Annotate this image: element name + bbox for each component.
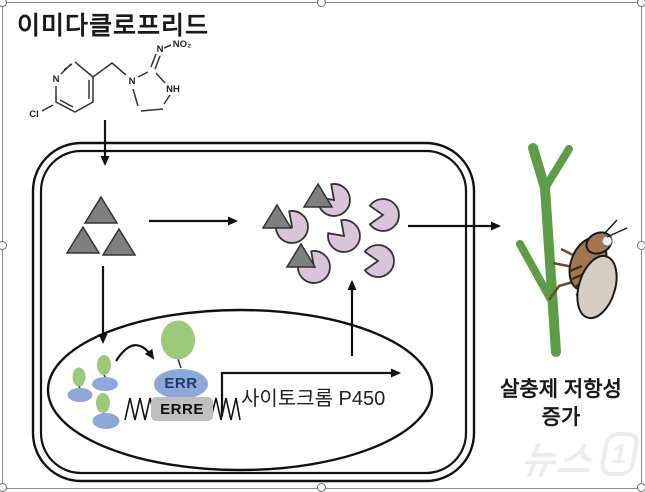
resistance-line1: 살충제 저항성 [500, 378, 622, 401]
atom-cl: Cl [29, 109, 39, 120]
dna-coils [124, 397, 241, 421]
compound-title: 이미다클로프리드 [17, 12, 210, 40]
arrow-transcription [220, 368, 401, 416]
p450-enzymes [275, 183, 400, 284]
err-label: ERR [164, 375, 198, 392]
cell-membrane [31, 141, 476, 483]
resize-handle-top-middle[interactable] [317, 0, 326, 7]
arrow-receptor-activation [115, 344, 155, 362]
err-receptor-large [154, 369, 208, 399]
erre-element-box: ERRE [151, 397, 213, 421]
flow-arrows [98, 120, 501, 416]
resize-handle-right-middle[interactable] [637, 241, 645, 250]
insect-antennae [603, 219, 628, 238]
insect-abdomen-stripes [569, 264, 589, 297]
resize-handle-top-left[interactable] [0, 0, 7, 7]
atom-n-ring: N [129, 76, 136, 87]
atom-n-pyridine: N [53, 74, 60, 85]
receptor-bodies-blue [67, 369, 208, 429]
nucleus-outline [46, 308, 434, 472]
atom-n-imine: N [157, 44, 164, 55]
atom-no2: NO₂ [173, 39, 191, 50]
atom-labels: N Cl N NH N NO₂ [29, 39, 191, 120]
insecticide-triangles [65, 195, 137, 256]
receptor-ligands-green [72, 320, 195, 413]
cytochrome-p450-label: 사이토크롬 P450 [241, 388, 386, 410]
resize-handle-top-right[interactable] [637, 0, 645, 7]
resize-handle-bottom-middle[interactable] [317, 483, 326, 492]
planthopper-insect [547, 219, 628, 320]
resize-handle-left-middle[interactable] [0, 241, 7, 250]
bound-substrate-triangles [261, 182, 334, 268]
imidacloprid-structure [41, 44, 172, 113]
watermark-text: 뉴스 [517, 440, 598, 481]
activated-ligand-large [161, 320, 195, 360]
news1-watermark: 뉴스 1 [517, 430, 641, 484]
atom-nh: NH [166, 84, 180, 95]
resistance-line2: 증가 [541, 406, 581, 430]
resistance-label: 살충제 저항성 증가 [478, 376, 644, 433]
insect-eye [601, 235, 613, 247]
resize-handle-bottom-right[interactable] [637, 483, 645, 492]
insect-wing [576, 254, 618, 320]
